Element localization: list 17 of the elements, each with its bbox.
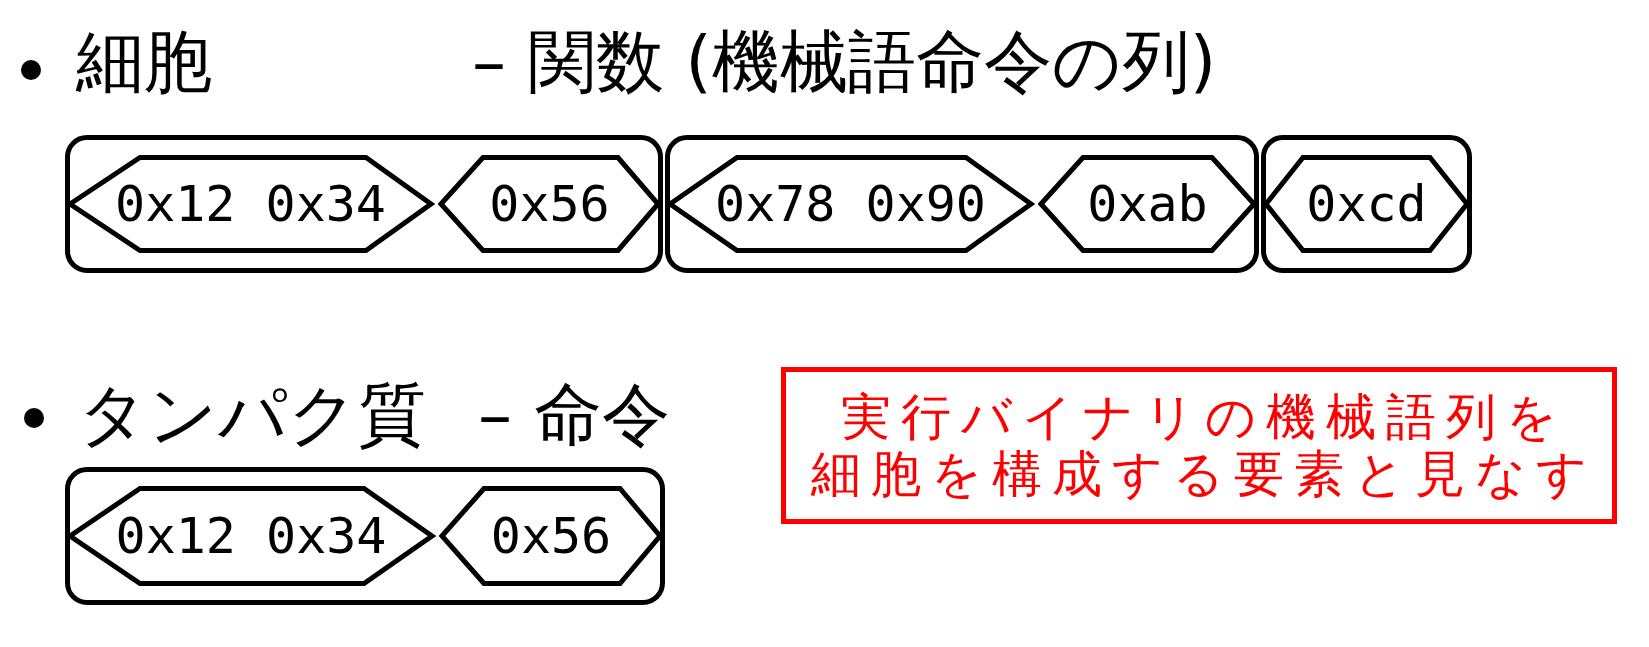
byte-code-text: 0x56 <box>489 179 610 229</box>
rounded-box <box>65 135 663 273</box>
heading-text: タンパク質 <box>78 381 426 449</box>
note-text: 実行バイナリの機械語列を細胞を構成する要素と見なす <box>810 388 1597 503</box>
byte-code-text: 0x56 <box>490 511 612 561</box>
rounded-box <box>65 467 665 605</box>
rounded-box <box>1261 135 1472 273</box>
byte-code-text: 0xab <box>1087 179 1208 229</box>
heading-text: – 命令 <box>478 381 670 449</box>
heading-text: 細胞 <box>76 28 212 96</box>
byte-code-text: 0xcd <box>1306 179 1427 229</box>
byte-code-text: 0x12 0x34 <box>115 511 387 561</box>
byte-code-text: 0x12 0x34 <box>115 179 386 229</box>
rounded-box <box>665 135 1259 273</box>
heading-text: – 関数 (機械語命令の列) <box>472 28 1217 96</box>
byte-code-text: 0x78 0x90 <box>715 179 986 229</box>
note-frame <box>781 367 1617 524</box>
